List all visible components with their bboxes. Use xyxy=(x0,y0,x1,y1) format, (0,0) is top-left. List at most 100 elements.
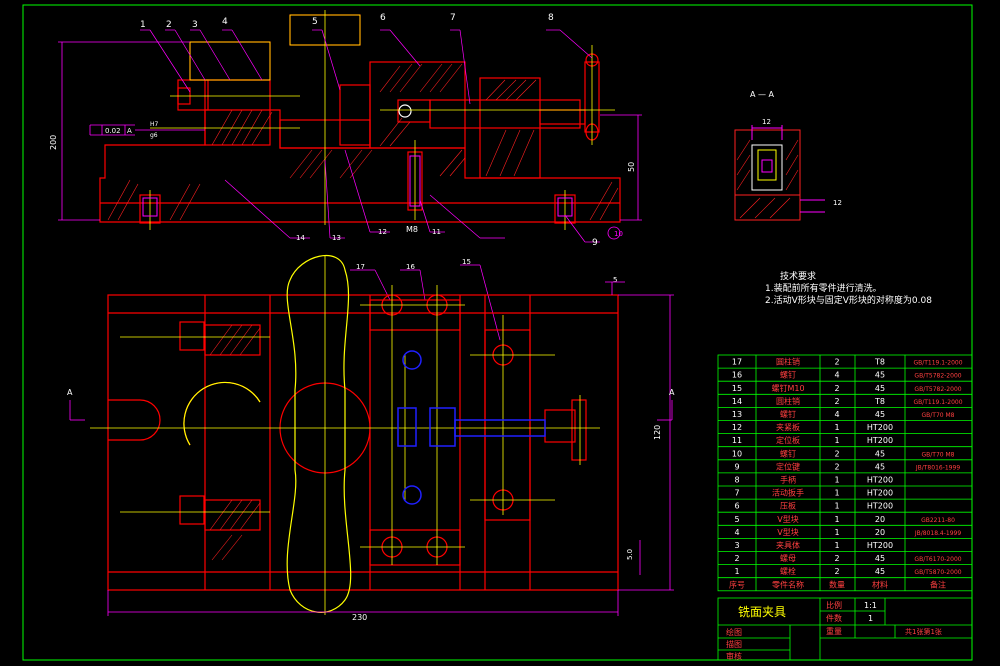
dim-200: 200 xyxy=(49,135,58,150)
count-value: 1 xyxy=(868,614,873,623)
bom-cell-name: 零件名称 xyxy=(772,579,804,589)
tech-note-2: 2.活动V形块与固定V形块的对称度为0.08 xyxy=(765,294,932,306)
bom-cell-qty: 1 xyxy=(834,423,839,432)
balloon-2: 2 xyxy=(166,20,172,30)
bom-cell-mat: 45 xyxy=(875,371,885,380)
bom-cell-std: GB/T5782-2000 xyxy=(914,373,961,380)
bom-cell-name: 定位键 xyxy=(776,461,800,471)
bom-cell-qty: 4 xyxy=(834,410,839,419)
bom-cell-no: 5 xyxy=(734,515,739,524)
title-block-text: 铣面夹具 比例 1:1 件数 1 重量 共1张第1张 绘图 描图 审核 xyxy=(726,600,942,661)
design-label: 描图 xyxy=(726,639,742,649)
balloon-10: 10 xyxy=(614,230,623,238)
bom-cell-name: 圆柱销 xyxy=(776,357,800,367)
bom-cell-qty: 1 xyxy=(834,541,839,550)
bom-cell-no: 2 xyxy=(734,554,739,563)
bom-cell-no: 7 xyxy=(734,489,739,498)
plan-handle xyxy=(183,254,352,613)
bom-cell-qty: 1 xyxy=(834,476,839,485)
bom-cell-mat: 45 xyxy=(875,554,885,563)
dim-120: 120 xyxy=(653,425,662,440)
balloon-13: 13 xyxy=(332,234,341,242)
plan-centerlines xyxy=(90,255,600,615)
balloon-5: 5 xyxy=(312,17,318,27)
tech-notes-title: 技术要求 xyxy=(780,270,816,282)
bom-cell-qty: 1 xyxy=(834,436,839,445)
bom-cell-mat: 20 xyxy=(875,515,885,524)
bom-cell-no: 15 xyxy=(732,384,742,393)
bom-cell-qty: 1 xyxy=(834,489,839,498)
dim-5-top: 5 xyxy=(613,276,617,284)
bom-cell-no: 1 xyxy=(734,567,739,576)
bom-cell-no: 17 xyxy=(732,358,742,367)
bom-cell-std: 备注 xyxy=(930,579,946,589)
balloon-11: 11 xyxy=(432,228,441,236)
bom-cell-no: 3 xyxy=(734,541,739,550)
bom-cell-qty: 数量 xyxy=(829,579,845,589)
plan-dimensions xyxy=(69,281,674,616)
bom-cell-std: JB/8018.4-1999 xyxy=(914,530,962,537)
balloon-14: 14 xyxy=(296,234,305,242)
leader-lines xyxy=(140,29,600,341)
sheet-label: 共1张第1张 xyxy=(905,627,942,636)
sheet-border xyxy=(22,4,973,661)
bom-cell-mat: HT200 xyxy=(867,436,893,445)
bom-cell-name: V型块 xyxy=(777,514,798,524)
bom-cell-name: 螺钉 xyxy=(780,370,796,380)
plan-hatching xyxy=(209,324,261,561)
bom-grid xyxy=(717,354,973,592)
bom-cell-mat: 45 xyxy=(875,449,885,458)
count-label: 件数 xyxy=(826,613,842,623)
section-texts: A — A 12 12 xyxy=(750,90,842,207)
bom-cell-mat: T8 xyxy=(874,358,885,367)
tech-note-1: 1.装配前所有零件进行清洗。 xyxy=(765,282,882,294)
bom-cell-name: 夹紧板 xyxy=(776,422,800,432)
bom-cell-mat: T8 xyxy=(874,397,885,406)
section-dim-side: 12 xyxy=(833,199,842,207)
bom-cell-qty: 1 xyxy=(834,515,839,524)
drawn-label: 绘图 xyxy=(726,627,742,637)
bom-cell-qty: 1 xyxy=(834,528,839,537)
bom-cell-name: 螺钉M10 xyxy=(771,383,804,393)
section-hatching xyxy=(736,139,799,219)
bom-cell-no: 9 xyxy=(734,462,739,471)
bom-cell-no: 10 xyxy=(732,449,742,458)
bom-cell-std: GB2211-80 xyxy=(921,517,955,524)
bom-cell-std: GB/T5870-2000 xyxy=(914,569,961,576)
bom-cell-no: 14 xyxy=(732,397,742,406)
balloon-4: 4 xyxy=(222,17,228,27)
front-centerlines xyxy=(149,10,615,230)
bom-cell-mat: 45 xyxy=(875,384,885,393)
scale-label: 比例 xyxy=(826,600,842,610)
bom-cell-name: 手柄 xyxy=(780,475,796,485)
tolerance-datum: A xyxy=(127,127,132,135)
balloon-17: 17 xyxy=(356,263,365,271)
bom-cell-name: 活动扳手 xyxy=(772,488,804,498)
bom-cell-qty: 2 xyxy=(834,554,839,563)
bom-cell-no: 13 xyxy=(732,410,742,419)
bom-cell-mat: HT200 xyxy=(867,541,893,550)
bom-cell-no: 序号 xyxy=(729,579,745,589)
balloon-6: 6 xyxy=(380,13,386,23)
bom-cell-qty: 4 xyxy=(834,371,839,380)
bom-cell-no: 6 xyxy=(734,502,739,511)
bom-cell-name: 定位板 xyxy=(776,435,800,445)
bom-cell-qty: 2 xyxy=(834,567,839,576)
balloon-16: 16 xyxy=(406,263,415,271)
check-label: 审核 xyxy=(726,651,742,661)
bom-cell-mat: 20 xyxy=(875,528,885,537)
bom-cell-no: 12 xyxy=(732,423,742,432)
scale-value: 1:1 xyxy=(864,601,877,610)
bom-cell-mat: HT200 xyxy=(867,476,893,485)
bom-cell-name: 螺钉 xyxy=(780,409,796,419)
front-dimensions xyxy=(58,41,642,240)
bom-cell-mat: 45 xyxy=(875,567,885,576)
bom-cell-qty: 1 xyxy=(834,502,839,511)
front-view xyxy=(99,14,621,224)
bom-cell-no: 11 xyxy=(732,436,742,445)
drawing-title: 铣面夹具 xyxy=(738,605,786,619)
bom-cell-mat: 45 xyxy=(875,462,885,471)
balloon-8: 8 xyxy=(548,13,554,23)
